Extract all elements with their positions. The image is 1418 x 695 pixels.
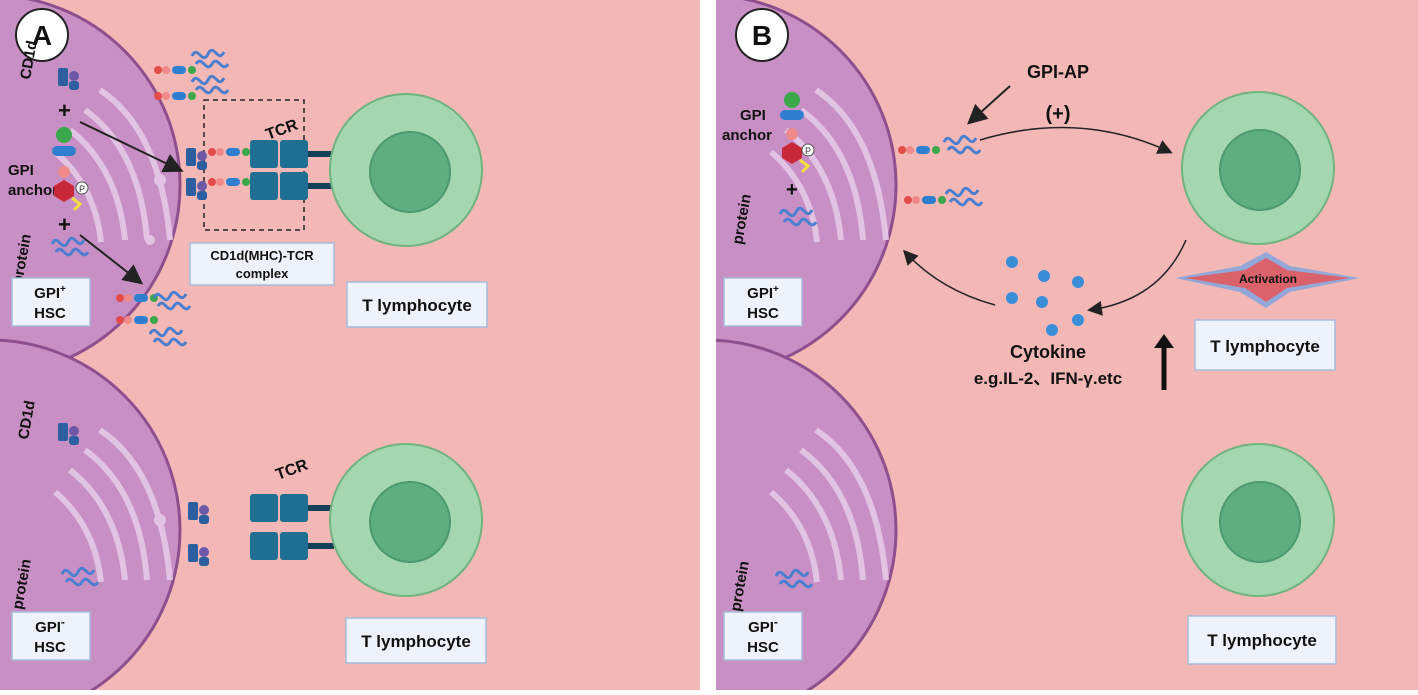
hsc-type-label: GPI- (748, 615, 778, 636)
arrow (79, 121, 184, 173)
t-lymphocyte-label-box (346, 281, 488, 328)
gpi-ap-icon (116, 294, 158, 302)
panel-a-label: A (32, 20, 52, 51)
panel-b-badge (735, 8, 789, 62)
complex-label-line2: complex (236, 266, 290, 281)
hsc-type-label: GPI+ (747, 284, 779, 302)
gpi-anchor-label-line2: anchor (8, 182, 58, 199)
t-lymphocyte-label: T lymphocyte (361, 632, 471, 651)
phosphate-badge: P (805, 146, 811, 156)
panel-a-badge (15, 8, 69, 62)
arrow (967, 85, 1011, 125)
t-lymphocyte-label: T lymphocyte (362, 296, 472, 315)
t-lymphocyte-nucleus (1219, 481, 1301, 563)
hsc-type-label: GPI- (35, 615, 65, 636)
plus-sign: + (786, 179, 798, 201)
hsc-label: HSC (34, 305, 66, 322)
cytokine-examples: e.g.IL-2、IFN-γ.etc (974, 369, 1122, 388)
hsc-label-box (11, 277, 91, 327)
hsc-label-box (11, 611, 91, 661)
panel-b: B GPI anchor P + protein GPI-AP (+) (716, 0, 1418, 690)
hsc-label-box (723, 277, 803, 327)
arrow (79, 234, 144, 285)
hsc-label: HSC (34, 639, 66, 656)
positive-sign: (+) (1046, 103, 1071, 125)
cd1d-label: CD1d (15, 399, 39, 441)
t-lymphocyte-nucleus (369, 481, 451, 563)
gpi-anchor-label-line1: GPI (8, 162, 34, 179)
activation-label: Activation (1239, 272, 1297, 286)
t-lymphocyte-label-box (1194, 319, 1336, 371)
cytokine-arrow (902, 249, 996, 306)
gpi-ap-icon (154, 92, 196, 100)
t-lymphocyte-label-box (345, 617, 487, 664)
cytokine-dots (1006, 256, 1084, 336)
hsc-cell-bottom (0, 338, 182, 690)
t-lymphocyte-label: T lymphocyte (1207, 631, 1317, 650)
upregulation-arrowhead (1154, 334, 1174, 348)
gpi-anchor-icon: P (780, 92, 815, 174)
hsc-type-label: GPI+ (34, 284, 66, 302)
hsc-cell-bottom (716, 338, 898, 690)
cd1d-tcr-complex (186, 140, 334, 200)
gpi-ap-icon (904, 196, 946, 204)
gpi-ap-icon (116, 316, 158, 324)
t-lymphocyte-nucleus (369, 131, 451, 213)
gpi-anchor-icon: P (52, 127, 89, 212)
gpi-ap-icon (898, 146, 940, 154)
feedback-arrow (1087, 239, 1187, 316)
cytokine-label: Cytokine (1010, 342, 1086, 362)
plus-sign: + (58, 98, 71, 123)
activation-burst (1185, 258, 1350, 302)
gpi-ap-label: GPI-AP (1027, 62, 1089, 82)
panel-b-label: B (752, 20, 772, 51)
hsc-label: HSC (747, 305, 779, 322)
cd1d-label: CD1d (17, 39, 41, 81)
complex-label-line1: CD1d(MHC)-TCR (210, 248, 314, 263)
gpi-anchor-label-line2: anchor (722, 127, 772, 144)
gpi-anchor-label-line1: GPI (740, 107, 766, 124)
t-lymphocyte-label-box (1187, 615, 1337, 665)
hsc-label: HSC (747, 639, 779, 656)
phosphate-badge: P (79, 184, 85, 194)
complex-label-box (189, 242, 335, 286)
signal-arrow (979, 126, 1173, 154)
hsc-label-box (723, 611, 803, 661)
panel-a: A CD1d + GPI anchor P + protein (0, 0, 700, 690)
plus-sign: + (58, 212, 71, 237)
t-lymphocyte-nucleus (1219, 129, 1301, 211)
gpi-ap-icon (154, 66, 196, 74)
t-lymphocyte-label: T lymphocyte (1210, 337, 1320, 356)
